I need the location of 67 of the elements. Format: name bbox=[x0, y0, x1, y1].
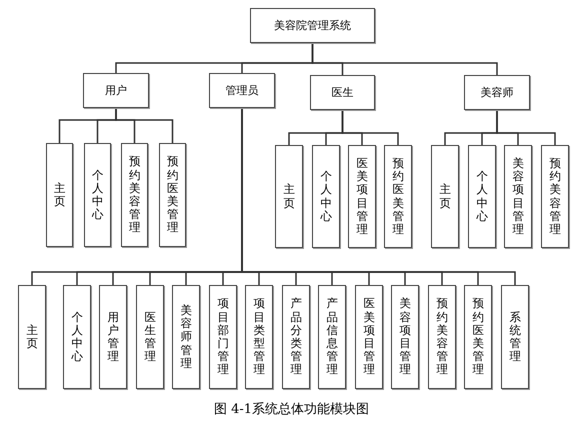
module-label: 医美项目管理 bbox=[356, 156, 368, 236]
module-box bbox=[431, 145, 459, 248]
module-label: 个人中心 bbox=[92, 168, 104, 222]
module-box bbox=[63, 285, 91, 389]
module-box bbox=[83, 73, 149, 108]
module-label: 美容项目管理 bbox=[512, 156, 524, 236]
module-box bbox=[99, 285, 127, 389]
module-label: 个人中心 bbox=[476, 170, 488, 223]
module-box bbox=[501, 285, 529, 389]
module-box bbox=[464, 285, 492, 389]
module-box bbox=[84, 143, 111, 247]
module-box bbox=[391, 285, 419, 389]
module-label: 美容项目管理 bbox=[399, 297, 411, 377]
module-box bbox=[282, 285, 310, 389]
module-label: 预约医美管理 bbox=[392, 156, 404, 236]
module-box bbox=[245, 285, 273, 389]
figure-caption: 图 4-1系统总体功能模块图 bbox=[212, 401, 370, 418]
module-box bbox=[136, 285, 164, 389]
module-label: 项目部门管理 bbox=[217, 297, 229, 377]
module-label: 主页 bbox=[283, 183, 295, 210]
module-box bbox=[464, 75, 530, 110]
module-label: 项目类型管理 bbox=[253, 297, 265, 377]
module-label: 个人中心 bbox=[320, 170, 332, 223]
module-label: 美容师管理 bbox=[180, 304, 192, 370]
module-label: 预约医美管理 bbox=[472, 297, 484, 377]
module-label: 个人中心 bbox=[71, 310, 83, 364]
module-label: 主页 bbox=[439, 183, 451, 210]
module-label: 美容院管理系统 bbox=[274, 18, 351, 33]
module-label: 预约医美管理 bbox=[166, 155, 178, 235]
module-box bbox=[250, 8, 375, 43]
module-box bbox=[348, 145, 376, 248]
module-label: 美容师 bbox=[480, 85, 514, 100]
module-box bbox=[172, 285, 200, 389]
module-label: 预约美容管理 bbox=[128, 155, 140, 235]
module-label: 医美项目管理 bbox=[363, 297, 375, 377]
module-label: 用户 bbox=[105, 83, 127, 98]
module-label: 预约美容管理 bbox=[436, 297, 448, 377]
module-label: 医生管理 bbox=[144, 310, 156, 364]
connector-line bbox=[115, 108, 174, 143]
module-box bbox=[46, 143, 73, 247]
module-box bbox=[209, 285, 237, 389]
module-box bbox=[504, 145, 532, 248]
module-label: 预约美容管理 bbox=[549, 156, 561, 236]
connector-line bbox=[496, 110, 556, 145]
module-label: 产品信息管理 bbox=[326, 297, 338, 377]
module-label: 管理员 bbox=[226, 83, 258, 98]
module-box bbox=[541, 145, 569, 248]
module-box bbox=[275, 145, 303, 248]
module-box bbox=[312, 145, 340, 248]
connector-line bbox=[312, 43, 498, 75]
module-box bbox=[209, 73, 275, 108]
module-box bbox=[121, 143, 148, 247]
module-box bbox=[468, 145, 496, 248]
module-box bbox=[18, 285, 46, 389]
module-label: 系统管理 bbox=[509, 310, 521, 364]
module-label: 主页 bbox=[54, 182, 66, 208]
module-label: 主页 bbox=[26, 324, 38, 350]
module-box bbox=[159, 143, 186, 247]
module-box bbox=[355, 285, 383, 389]
module-label: 用户管理 bbox=[107, 310, 119, 364]
module-box bbox=[428, 285, 456, 389]
module-box bbox=[310, 75, 375, 110]
module-label: 医生 bbox=[332, 85, 354, 100]
module-box bbox=[318, 285, 346, 389]
connector-line bbox=[342, 110, 399, 145]
module-label: 产品分类管理 bbox=[290, 297, 302, 377]
module-box bbox=[384, 145, 412, 248]
